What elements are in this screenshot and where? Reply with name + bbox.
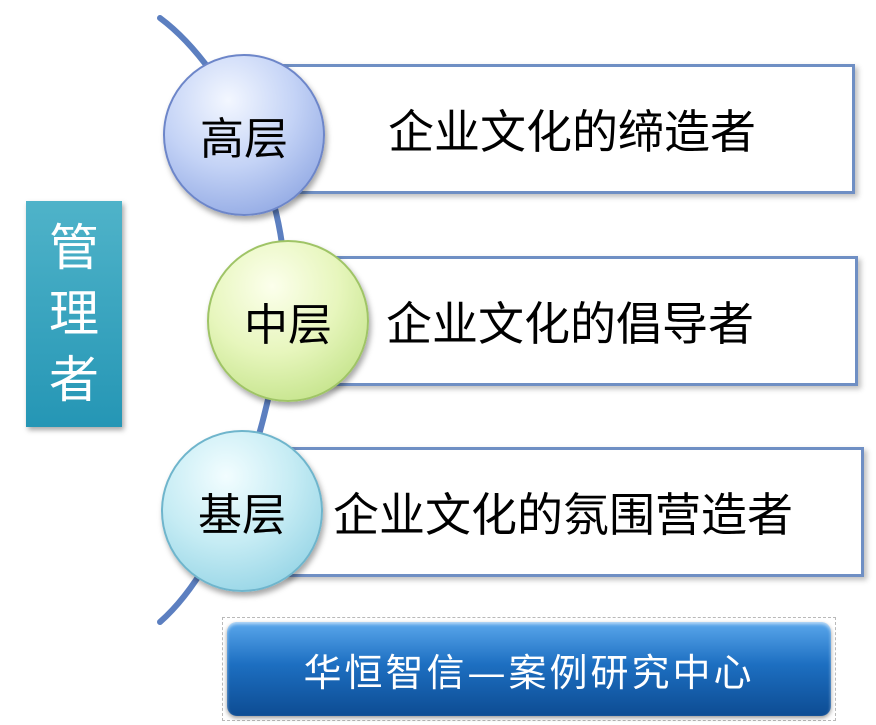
side-label-char: 者 — [49, 351, 99, 409]
level-label-bottom: 基层 — [198, 490, 286, 541]
level-label-middle: 中层 — [244, 300, 332, 351]
role-text-top: 企业文化的缔造者 — [388, 105, 756, 159]
level-circle-middle: 中层 — [207, 240, 369, 402]
level-circle-bottom: 基层 — [161, 430, 323, 592]
side-label-char: 管 — [49, 219, 99, 277]
level-label-top: 高层 — [200, 114, 288, 165]
role-box-bottom: 企业文化的氛围营造者 — [283, 447, 864, 577]
side-label-managers: 管 理 者 — [26, 201, 122, 427]
role-text-bottom: 企业文化的氛围营造者 — [333, 488, 793, 542]
role-text-middle: 企业文化的倡导者 — [386, 297, 754, 351]
role-box-top: 企业文化的缔造者 — [283, 64, 855, 194]
banner-text: 华恒智信—案例研究中心 — [227, 622, 831, 716]
role-box-middle: 企业文化的倡导者 — [321, 256, 858, 386]
footer-banner: 华恒智信—案例研究中心 — [222, 617, 836, 721]
side-label-char: 理 — [49, 285, 99, 343]
level-circle-top: 高层 — [163, 54, 325, 216]
